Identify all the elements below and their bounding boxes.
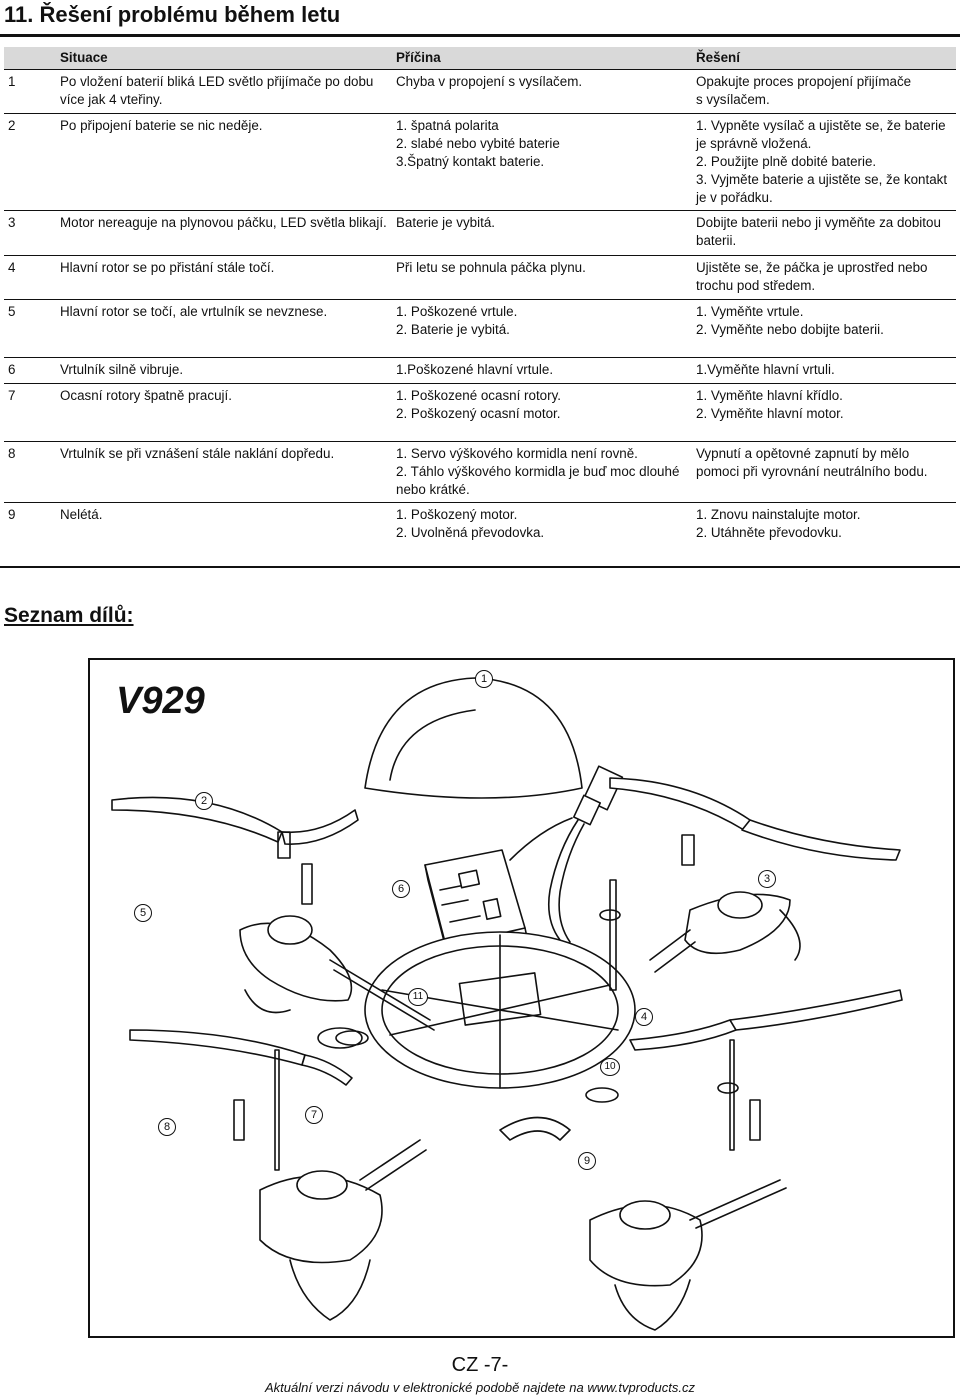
row-cause: 1. Poškozené ocasní rotory. 2. Poškozený… [392,383,692,442]
row-number: 4 [4,255,56,300]
callout-5: 5 [134,904,152,922]
main-blade-bottom-right [629,989,903,1051]
main-blade-bottom-left [129,1027,363,1086]
row-number: 5 [4,299,56,358]
row-cause: 1. špatná polarita 2. slabé nebo vybité … [392,113,692,211]
table-header-row: Situace Příčina Řešení [4,47,956,70]
row-cause: Chyba v propojení s vysílačem. [392,69,692,114]
row-cause: 1.Poškozené hlavní vrtule. [392,357,692,384]
table-row: 6 Vrtulník silně vibruje. 1.Poškozené hl… [4,357,956,384]
main-blade-top-right [609,777,901,866]
gear-parts [335,909,739,1103]
callout-11: 11 [408,988,428,1006]
row-solution: 1. Vyměňte hlavní křídlo. 2. Vyměňte hla… [692,383,956,442]
title-rule [0,34,960,37]
header-solution: Řešení [692,47,956,70]
table-row: 4 Hlavní rotor se po přistání stále točí… [4,255,956,300]
callout-3: 3 [758,870,776,888]
row-solution: 1. Vypněte vysílač a ujistěte se, že bat… [692,113,956,211]
row-cause: 1. Poškozený motor. 2. Uvolněná převodov… [392,502,692,547]
row-number: 6 [4,357,56,384]
row-cause: Při letu se pohnula páčka plynu. [392,255,692,300]
table-row: 8 Vrtulník se při vznášení stále naklání… [4,441,956,503]
row-situation: Vrtulník se při vznášení stále naklání d… [56,441,392,503]
callout-7: 7 [305,1106,323,1124]
main-frame-ring [364,931,636,1089]
row-number: 7 [4,383,56,442]
section-title: 11. Řešení problému během letu [4,2,341,27]
battery-connector-part [509,765,624,943]
row-number: 9 [4,502,56,547]
row-situation: Po připojení baterie se nic neděje. [56,113,392,211]
row-number: 8 [4,441,56,503]
row-solution: 1. Vyměňte vrtule. 2. Vyměňte nebo dobij… [692,299,956,358]
row-situation: Vrtulník silně vibruje. [56,357,392,384]
row-solution: 1.Vyměňte hlavní vrtuli. [692,357,956,384]
table-row: 3 Motor nereaguje na plynovou páčku, LED… [4,210,956,256]
main-blade-top-left [111,796,359,859]
callout-2: 2 [195,792,213,810]
footer-note: Aktuální verzi návodu v elektronické pod… [265,1380,695,1395]
parts-list-title: Seznam dílů: [4,604,134,627]
table-row: 1 Po vložení baterií bliká LED světlo př… [4,69,956,114]
table-row: 5 Hlavní rotor se točí, ale vrtulník se … [4,299,956,358]
callout-4: 4 [635,1008,653,1026]
row-solution: Dobijte baterii nebo ji vyměňte za dobit… [692,210,956,256]
row-situation: Po vložení baterií bliká LED světlo přij… [56,69,392,114]
motor-pod-left [239,863,435,1031]
model-label: V929 [116,680,205,722]
table-row: 2 Po připojení baterie se nic neděje. 1.… [4,113,956,211]
callout-10: 10 [600,1058,620,1076]
header-cause: Příčina [392,47,692,70]
row-cause: 1. Servo výškového kormidla není rovně. … [392,441,692,503]
table-bottom-rule [0,566,960,568]
exploded-parts-diagram: V929 1 2 3 4 5 6 7 8 9 10 11 [88,658,955,1338]
callout-9: 9 [578,1152,596,1170]
row-situation: Nelétá. [56,502,392,547]
page-number: CZ -7- [451,1354,509,1376]
callout-8: 8 [158,1118,176,1136]
row-solution: Vypnutí a opětovné zapnutí by mělo pomoc… [692,441,956,503]
row-number: 1 [4,69,56,114]
table-row: 9 Nelétá. 1. Poškozený motor. 2. Uvolněn… [4,502,956,547]
header-number [4,47,56,70]
row-situation: Hlavní rotor se točí, ale vrtulník se ne… [56,299,392,358]
exploded-view-drawing [111,677,903,1331]
row-cause: 1. Poškozené vrtule. 2. Baterie je vybit… [392,299,692,358]
motor-pod-right [609,879,801,991]
row-number: 2 [4,113,56,211]
row-situation: Hlavní rotor se po přistání stále točí. [56,255,392,300]
motor-pod-bottom-left [233,1049,427,1321]
row-situation: Ocasní rotory špatně pracují. [56,383,392,442]
row-solution: Ujistěte se, že páčka je uprostřed nebo … [692,255,956,300]
row-cause: Baterie je vybitá. [392,210,692,256]
header-situation: Situace [56,47,392,70]
callout-6: 6 [392,880,410,898]
row-number: 3 [4,210,56,256]
table-row: 7 Ocasní rotory špatně pracují. 1. Poško… [4,383,956,442]
row-solution: 1. Znovu nainstalujte motor. 2. Utáhněte… [692,502,956,547]
row-situation: Motor nereaguje na plynovou páčku, LED s… [56,210,392,256]
motor-pod-bottom-right [499,1039,787,1331]
canopy-part [364,677,583,799]
callout-1: 1 [475,670,493,688]
troubleshooting-table: Situace Příčina Řešení 1 Po vložení bate… [4,47,956,547]
row-solution: Opakujte proces propojení přijímače s vy… [692,69,956,114]
